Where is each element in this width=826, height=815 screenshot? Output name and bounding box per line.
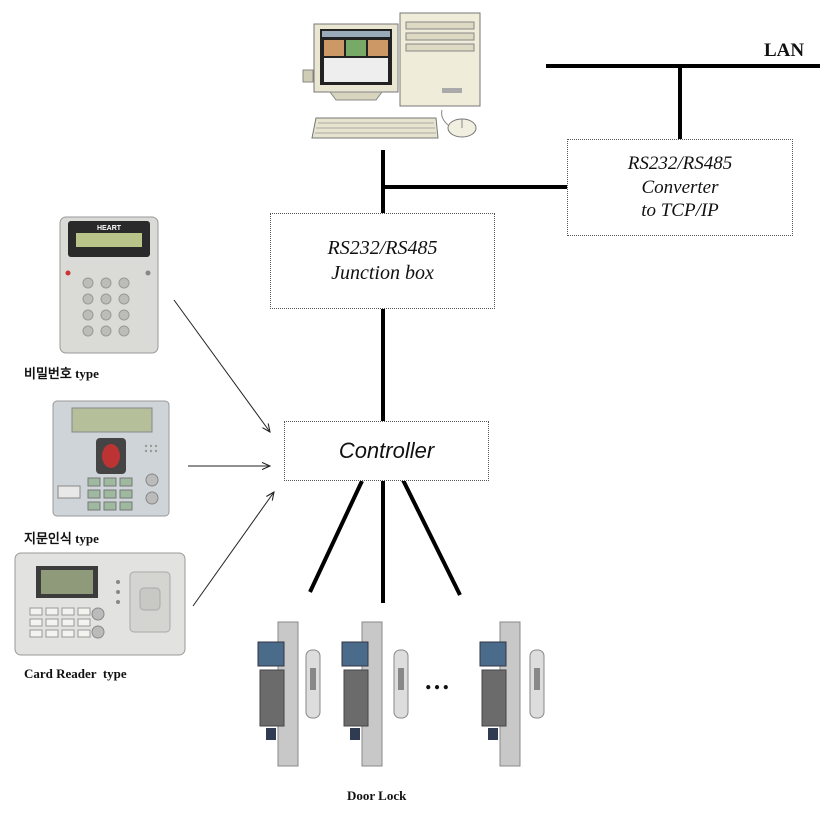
card-reader-arrow bbox=[192, 492, 274, 607]
controller-label: Controller bbox=[338, 438, 435, 464]
door-lock-3-icon bbox=[479, 621, 545, 767]
fingerprint-reader-icon bbox=[52, 400, 170, 517]
door-lock-2-icon bbox=[341, 621, 409, 767]
controller-to-lock1-line bbox=[308, 480, 364, 593]
converter-line2: Converter bbox=[641, 176, 719, 198]
password-reader-label: 비밀번호 type bbox=[24, 366, 99, 381]
card-reader-icon bbox=[14, 552, 186, 656]
fingerprint-reader-label: 지문인식 type bbox=[24, 531, 99, 546]
converter-line3: to TCP/IP bbox=[641, 200, 719, 222]
pc-workstation-icon bbox=[302, 12, 481, 139]
card-reader-label: Card Reader type bbox=[24, 666, 127, 681]
controller-to-lock3-line bbox=[400, 477, 462, 596]
junction-line2: Junction box bbox=[331, 262, 434, 284]
lan-label: LAN bbox=[764, 40, 805, 61]
door-lock-label: Door Lock bbox=[347, 788, 407, 803]
controller-box: Controller bbox=[284, 421, 489, 481]
door-lock-1-icon bbox=[257, 621, 321, 767]
password-keypad-reader-icon: HEART bbox=[59, 216, 159, 354]
converter-line1: RS232/RS485 bbox=[627, 152, 733, 174]
password-reader-arrow bbox=[173, 299, 270, 432]
junction-line1: RS232/RS485 bbox=[327, 237, 438, 259]
converter-box: RS232/RS485 Converter to TCP/IP bbox=[567, 139, 793, 236]
junction-box: RS232/RS485 Junction box bbox=[270, 213, 495, 309]
brand-logo-text: HEART bbox=[97, 225, 122, 232]
lock-ellipsis: … bbox=[424, 666, 450, 695]
